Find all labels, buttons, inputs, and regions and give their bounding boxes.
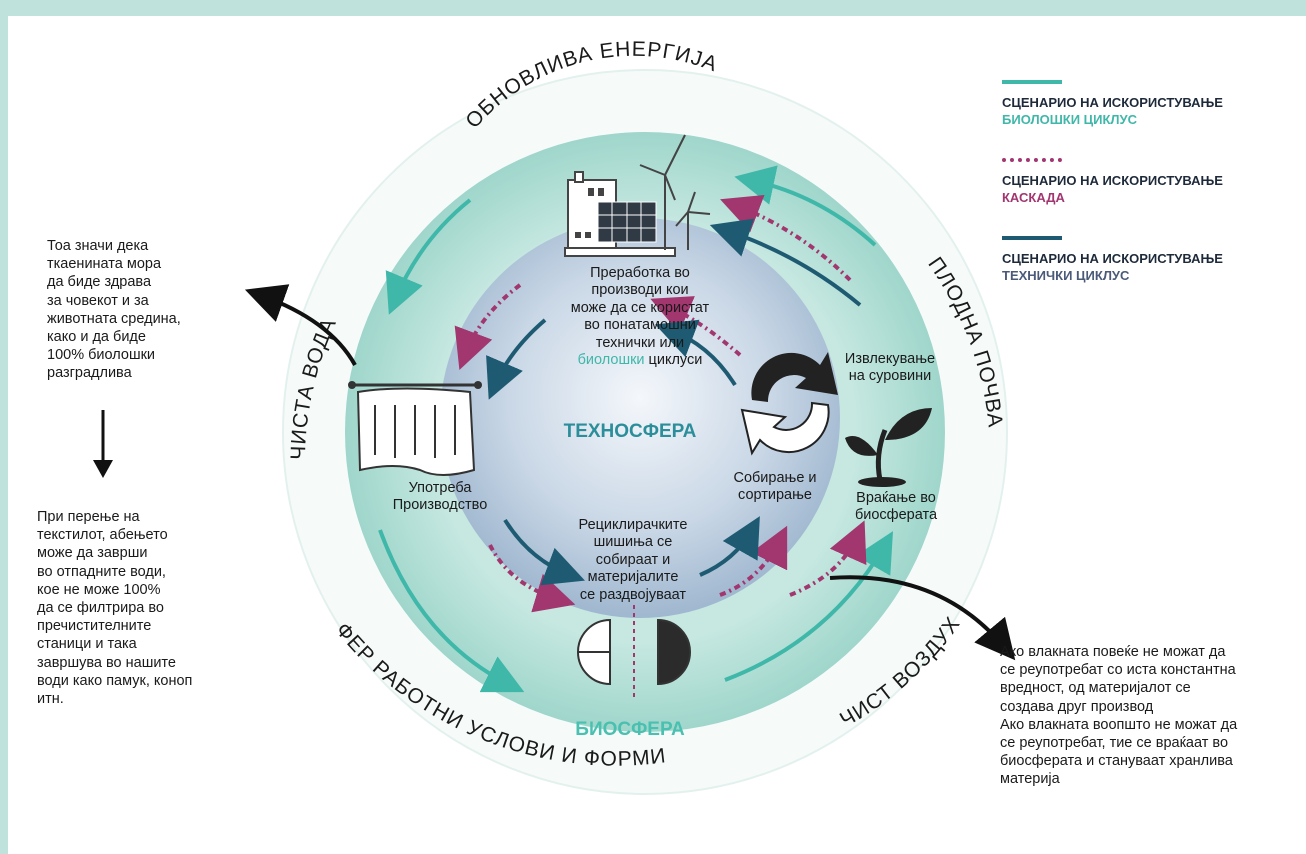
technical-arrow-1 (486, 318, 547, 400)
solar-panel-icon (597, 201, 657, 243)
note-left-bottom: При перење на текстилот, абењето може да… (37, 509, 193, 708)
cascade-arrow-1 (454, 283, 522, 370)
black-arrow-right (829, 575, 1016, 661)
teal-arrow-top-right (734, 165, 877, 247)
extraction-label: Извлекување на суровини (844, 351, 936, 385)
legend-title: СЦЕНАРИО НА ИСКОРИСТУВАЊЕ (1002, 173, 1223, 188)
use-production-label: Употреба Производство (392, 480, 488, 514)
legend-title: СЦЕНАРИО НА ИСКОРИСТУВАЊЕ (1002, 95, 1223, 110)
textile-curtain-icon (348, 381, 482, 476)
cascade-arrow-3 (650, 296, 742, 357)
legend-item-cascade: СЦЕНАРИО НА ИСКОРИСТУВАЊЕ КАСКАДА (1002, 158, 1302, 236)
legend-title: СЦЕНАРИО НА ИСКОРИСТУВАЊЕ (1002, 251, 1223, 266)
split-circle-icon (577, 605, 691, 700)
legend-subtitle: БИОЛОШКИ ЦИКЛУС (1002, 112, 1138, 127)
left-accent-bar (0, 16, 8, 854)
top-accent-bar (0, 0, 1306, 16)
technical-arrow-3 (655, 319, 737, 387)
recycle-arrows-icon (740, 352, 838, 456)
black-arrow-left (244, 284, 357, 366)
technical-arrow-5 (699, 516, 760, 577)
recycle-label: Рециклирачките шишиња се собираат и мате… (578, 517, 688, 603)
note-left-top: Тоа значи дека ткаенината мора да биде з… (47, 238, 181, 382)
legend-subtitle: КАСКАДА (1002, 190, 1065, 205)
legend-item-biological: СЦЕНАРИО НА ИСКОРИСТУВАЊЕ БИОЛОШКИ ЦИКЛУ… (1002, 80, 1302, 158)
cascade-arrow-4 (488, 544, 576, 613)
technical-arrow-2 (709, 218, 862, 307)
legend-item-technical: СЦЕНАРИО НА ИСКОРИСТУВАЊЕ ТЕХНИЧКИ ЦИКЛУ… (1002, 236, 1302, 314)
biological-word: биолошки (577, 352, 645, 369)
technical-arrow-4 (503, 518, 585, 586)
legend-line-cascade (1002, 158, 1062, 162)
wind-turbine-icon (639, 134, 711, 250)
processing-label: Преработка во производи кои може да се к… (570, 265, 710, 369)
down-arrow-icon (93, 410, 113, 478)
legend-subtitle: ТЕХНИЧКИ ЦИКЛУС (1002, 268, 1130, 283)
legend: СЦЕНАРИО НА ИСКОРИСТУВАЊЕ БИОЛОШКИ ЦИКЛУ… (1002, 80, 1302, 314)
biosphere-title: БИОСФЕРА (575, 719, 685, 740)
cascade-arrow-5 (719, 525, 788, 597)
technosphere-title: ТЕХНОСФЕРА (563, 421, 697, 442)
return-label: Враќање во биосферата (854, 490, 938, 524)
note-right: Ако влакната повеќе не можат да се реупо… (1000, 644, 1238, 788)
legend-line-biological (1002, 80, 1062, 84)
teal-arrow-bottom-right (724, 531, 894, 682)
cascade-arrow-6 (789, 520, 867, 597)
cascade-arrow-2 (720, 194, 852, 282)
legend-line-technical (1002, 236, 1062, 240)
plant-sprout-icon (845, 408, 932, 487)
collection-label: Собирање и сортирање (733, 470, 817, 504)
teal-arrow-top-left (385, 198, 472, 315)
teal-arrow-bottom-left (378, 529, 525, 693)
